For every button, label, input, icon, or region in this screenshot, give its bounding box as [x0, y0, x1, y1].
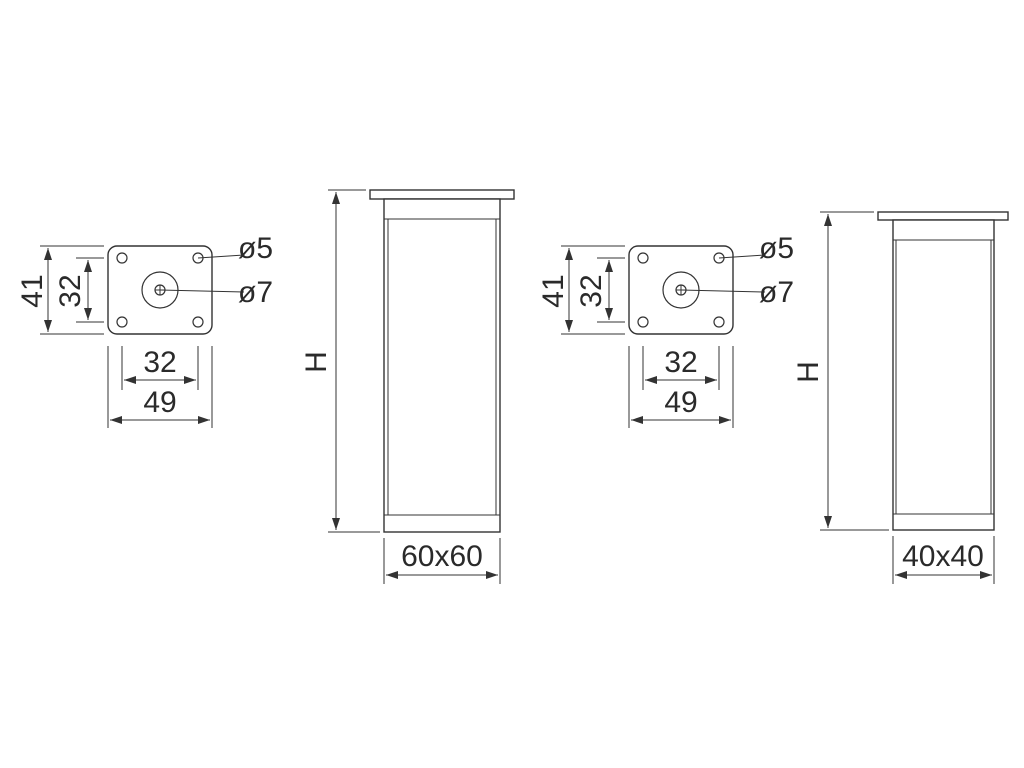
- height-dim-small: [820, 211, 889, 531]
- center-hole-label: ø7: [238, 276, 273, 309]
- height-label-large: H: [300, 351, 333, 373]
- hole-callouts-left: [159, 254, 245, 293]
- screw-hole-label: ø5: [238, 232, 273, 265]
- plate-width-dims-right: [628, 346, 734, 428]
- height-label-small: H: [792, 361, 825, 383]
- plate-depth-outer-label-right: 41: [537, 274, 570, 307]
- center-hole-label-right: ø7: [759, 276, 794, 309]
- plate-width-dims-left: [107, 346, 213, 428]
- plate-depth-dims-right: [561, 245, 625, 335]
- plate-depth-outer-label: 41: [16, 274, 49, 307]
- plate-depth-inner-label: 32: [54, 274, 87, 307]
- plate-width-outer-label: 49: [143, 386, 176, 419]
- plate-width-inner-label: 32: [143, 346, 176, 379]
- screw-hole-label-right: ø5: [759, 232, 794, 265]
- leg-large-section-label: 60x60: [401, 540, 483, 573]
- section-dim-large: [383, 538, 501, 584]
- furniture-leg-small: [877, 211, 1009, 531]
- leg-small-section-label: 40x40: [902, 540, 984, 573]
- plate-width-inner-label-right: 32: [664, 346, 697, 379]
- section-dim-small: [892, 536, 995, 584]
- plate-depth-inner-label-right: 32: [575, 274, 608, 307]
- furniture-leg-large: [369, 189, 515, 533]
- plate-width-outer-label-right: 49: [664, 386, 697, 419]
- plate-depth-dims-left: [40, 245, 104, 335]
- hole-callouts-right: [680, 254, 766, 293]
- height-dim-large: [328, 189, 380, 533]
